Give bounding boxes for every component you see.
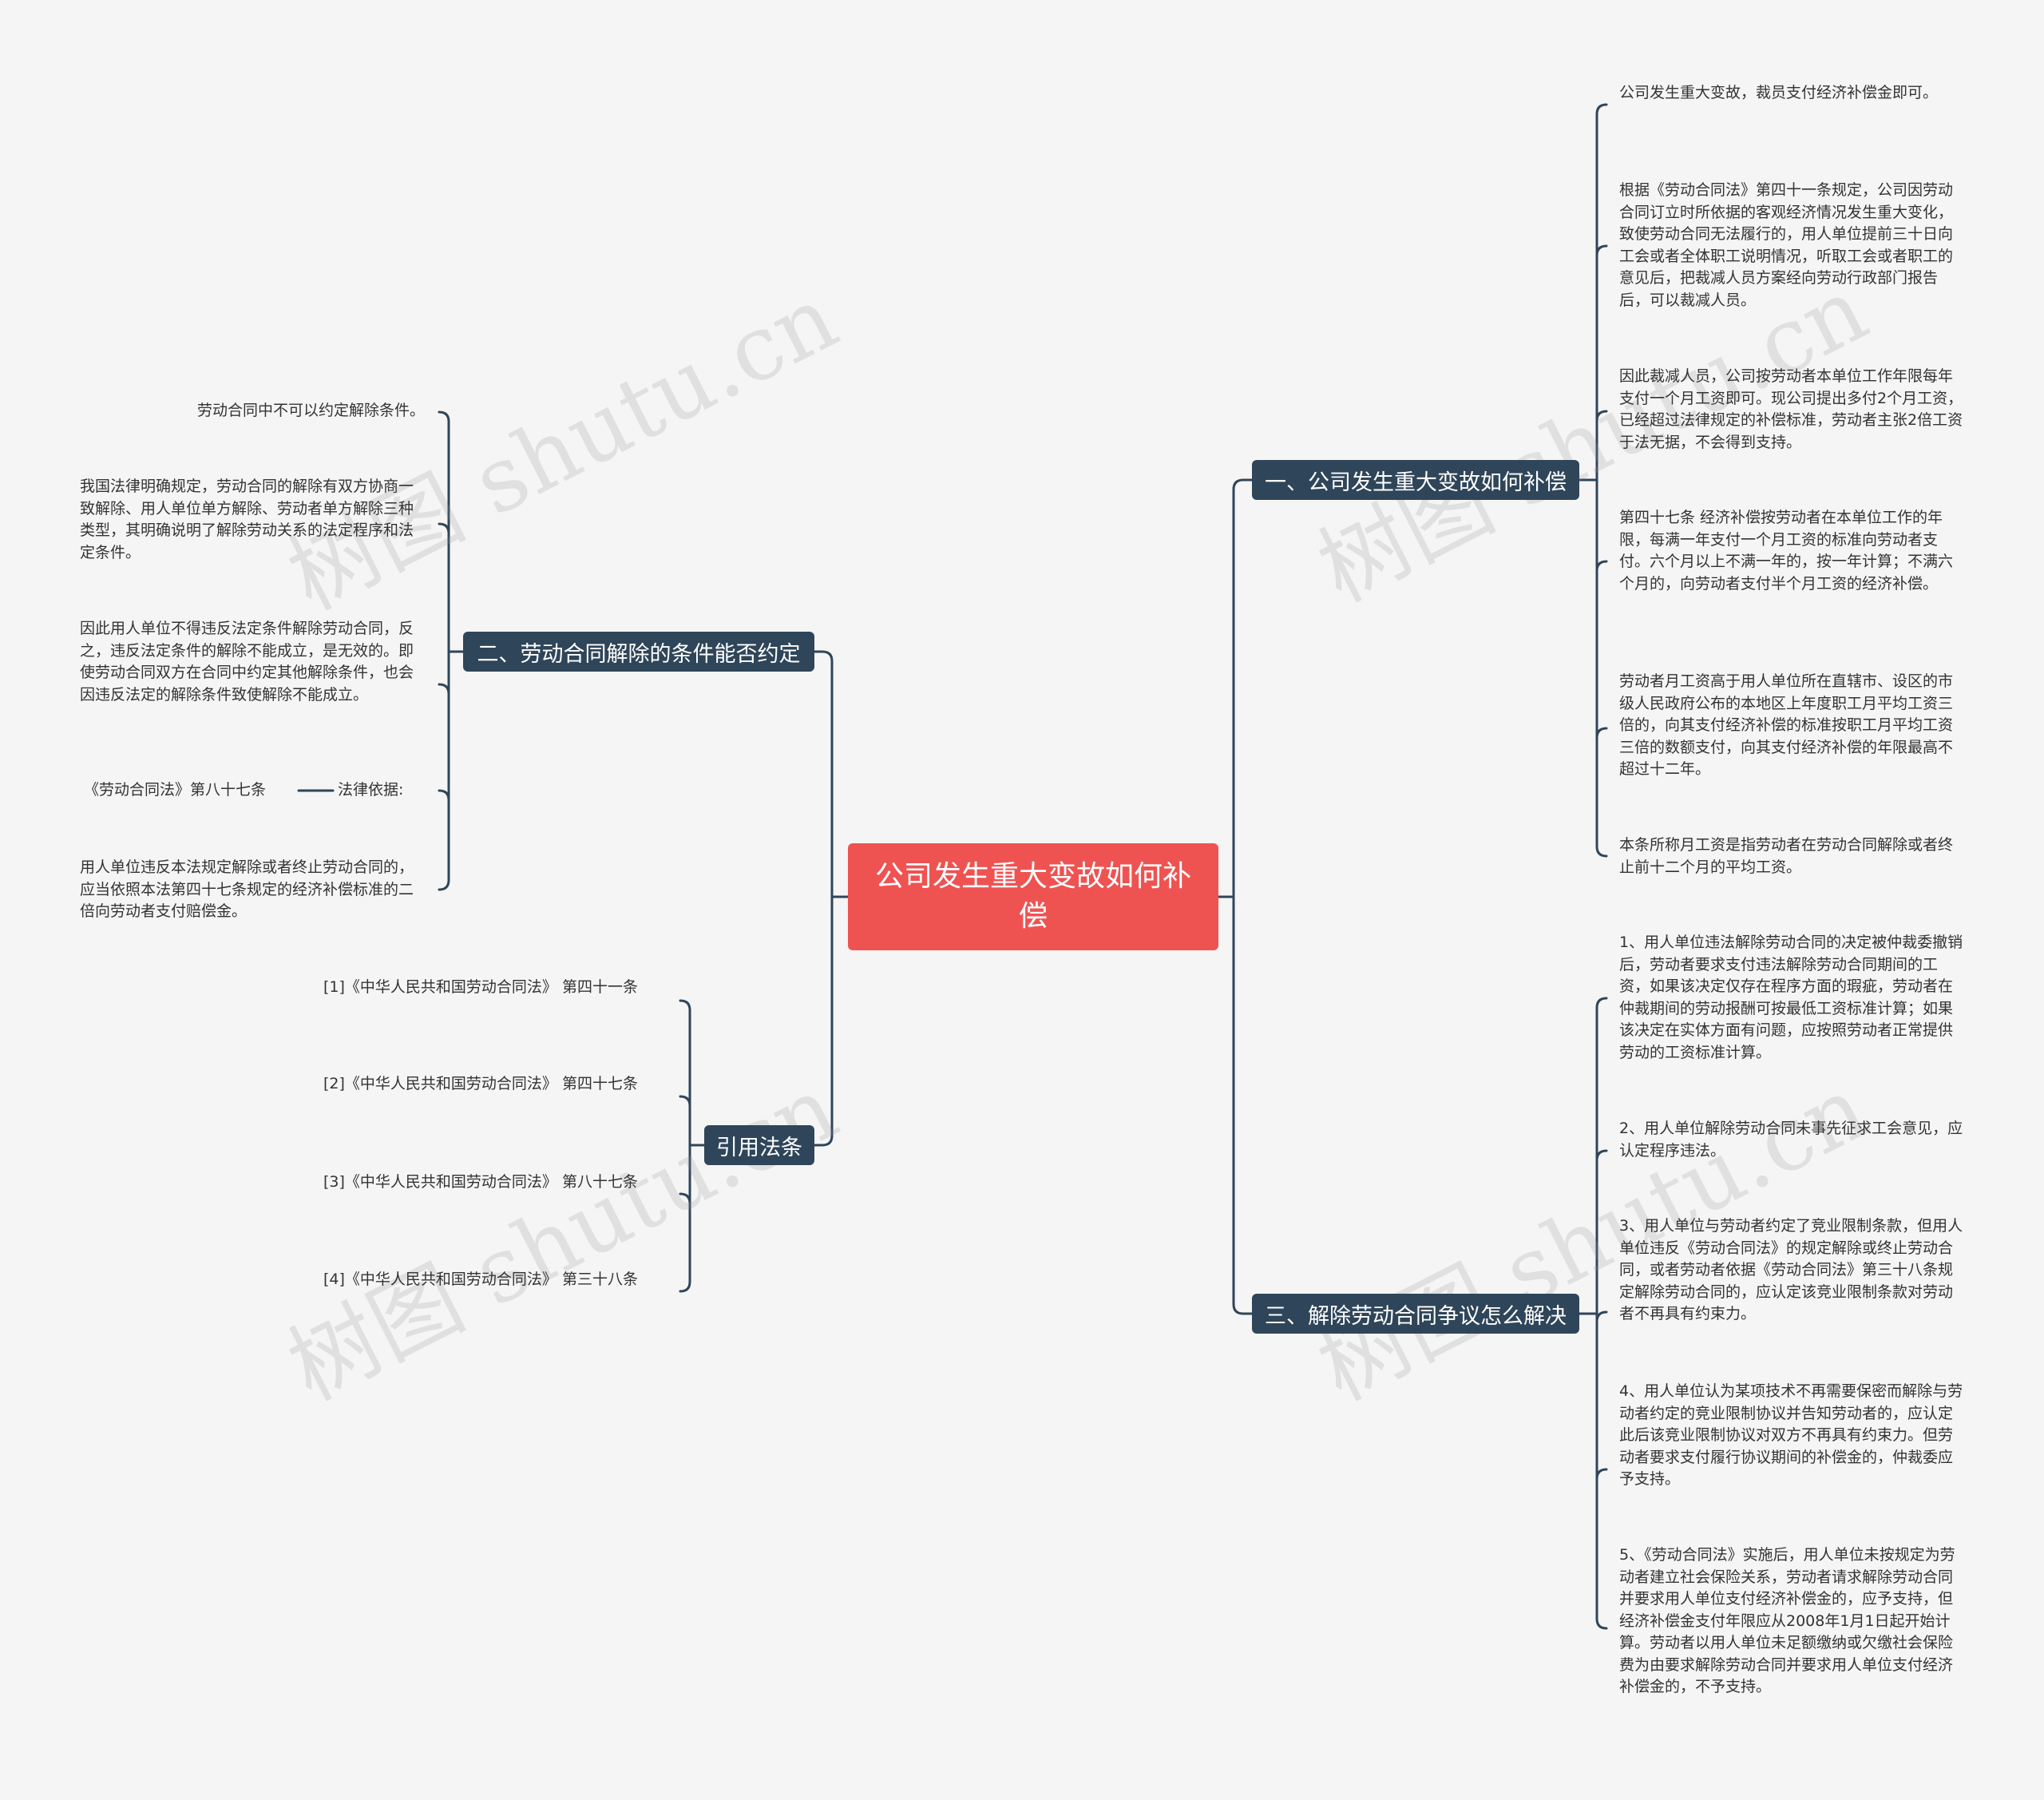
leaf-ref-1: [1]《中华人民共和国劳动合同法》 第四十一条 bbox=[323, 978, 638, 996]
branch-b1[interactable]: 一、公司发生重大变故如何补偿 bbox=[1252, 460, 1579, 500]
leaf-b1-4: 第四十七条 经济补偿按劳动者在本单位工作的年限，每满一年支付一个月工资的标准向劳… bbox=[1619, 509, 1954, 593]
leaf-b2-legal-basis: 法律依据: bbox=[338, 781, 404, 799]
branch-b4[interactable]: 引用法条 bbox=[704, 1125, 814, 1165]
leaf-b1-1: 公司发生重大变故，裁员支付经济补偿金即可。 bbox=[1619, 84, 1939, 101]
link-b1-trunk bbox=[1578, 103, 1608, 858]
leaf-ref-3: [3]《中华人民共和国劳动合同法》 第八十七条 bbox=[323, 1173, 638, 1191]
leaf-b3-3: 3、用人单位与劳动者约定了竞业限制条款，但用人单位违反《劳动合同法》的规定解除或… bbox=[1619, 1217, 1963, 1322]
leaf-b2-2: 我国法律明确规定，劳动合同的解除有双方协商一致解除、用人单位单方解除、劳动者单方… bbox=[80, 478, 414, 561]
leaf-b3-1: 1、用人单位违法解除劳动合同的决定被仲裁委撤销后，劳动者要求支付违法解除劳动合同… bbox=[1619, 934, 1963, 1061]
leaf-ref-4: [4]《中华人民共和国劳动合同法》 第三十八条 bbox=[323, 1271, 638, 1288]
link-b2-trunk bbox=[438, 410, 465, 891]
leaf-b2-1: 劳动合同中不可以约定解除条件。 bbox=[196, 402, 425, 419]
link-root-b4 bbox=[813, 895, 850, 1147]
leaf-b3-4: 4、用人单位认为某项技术不再需要保密而解除与劳动者约定的竞业限制协议并告知劳动者… bbox=[1619, 1382, 1963, 1488]
link-root-b2 bbox=[813, 650, 850, 898]
branch-b2[interactable]: 二、劳动合同解除的条件能否约定 bbox=[463, 632, 814, 672]
link-root-b3 bbox=[1217, 895, 1254, 1315]
link-root-b1 bbox=[1217, 478, 1254, 898]
leaf-b2-5: 用人单位违反本法规定解除或者终止劳动合同的，应当依照本法第四十七条规定的经济补偿… bbox=[80, 858, 414, 920]
root-topic[interactable]: 公司发生重大变故如何补偿 bbox=[848, 843, 1218, 950]
leaf-b1-6: 本条所称月工资是指劳动者在劳动合同解除或者终止前十二个月的平均工资。 bbox=[1619, 836, 1954, 876]
leaf-b1-2: 根据《劳动合同法》第四十一条规定，公司因劳动合同订立时所依据的客观经济情况发生重… bbox=[1619, 181, 1954, 309]
leaf-b3-5: 5、《劳动合同法》实施后，用人单位未按规定为劳动者建立社会保险关系，劳动者请求解… bbox=[1619, 1546, 1955, 1695]
leaf-b3-2: 2、用人单位解除劳动合同未事先征求工会意见，应认定程序违法。 bbox=[1619, 1120, 1963, 1160]
leaf-b1-3: 因此裁减人员，公司按劳动者本单位工作年限每年支付一个月工资即可。现公司提出多付2… bbox=[1619, 367, 1963, 451]
link-b4-trunk bbox=[679, 999, 706, 1293]
leaf-b2-law-article: 《劳动合同法》第八十七条 bbox=[84, 781, 267, 799]
leaf-b1-5: 劳动者月工资高于用人单位所在直辖市、设区的市级人民政府公布的本地区上年度职工月平… bbox=[1619, 672, 1954, 778]
leaf-b2-3: 因此用人单位不得违反法定条件解除劳动合同，反之，违反法定条件的解除不能成立，是无… bbox=[80, 620, 414, 704]
leaf-ref-2: [2]《中华人民共和国劳动合同法》 第四十七条 bbox=[323, 1075, 638, 1092]
link-b3-trunk bbox=[1578, 997, 1608, 1630]
branch-b3[interactable]: 三、解除劳动合同争议怎么解决 bbox=[1252, 1294, 1579, 1334]
